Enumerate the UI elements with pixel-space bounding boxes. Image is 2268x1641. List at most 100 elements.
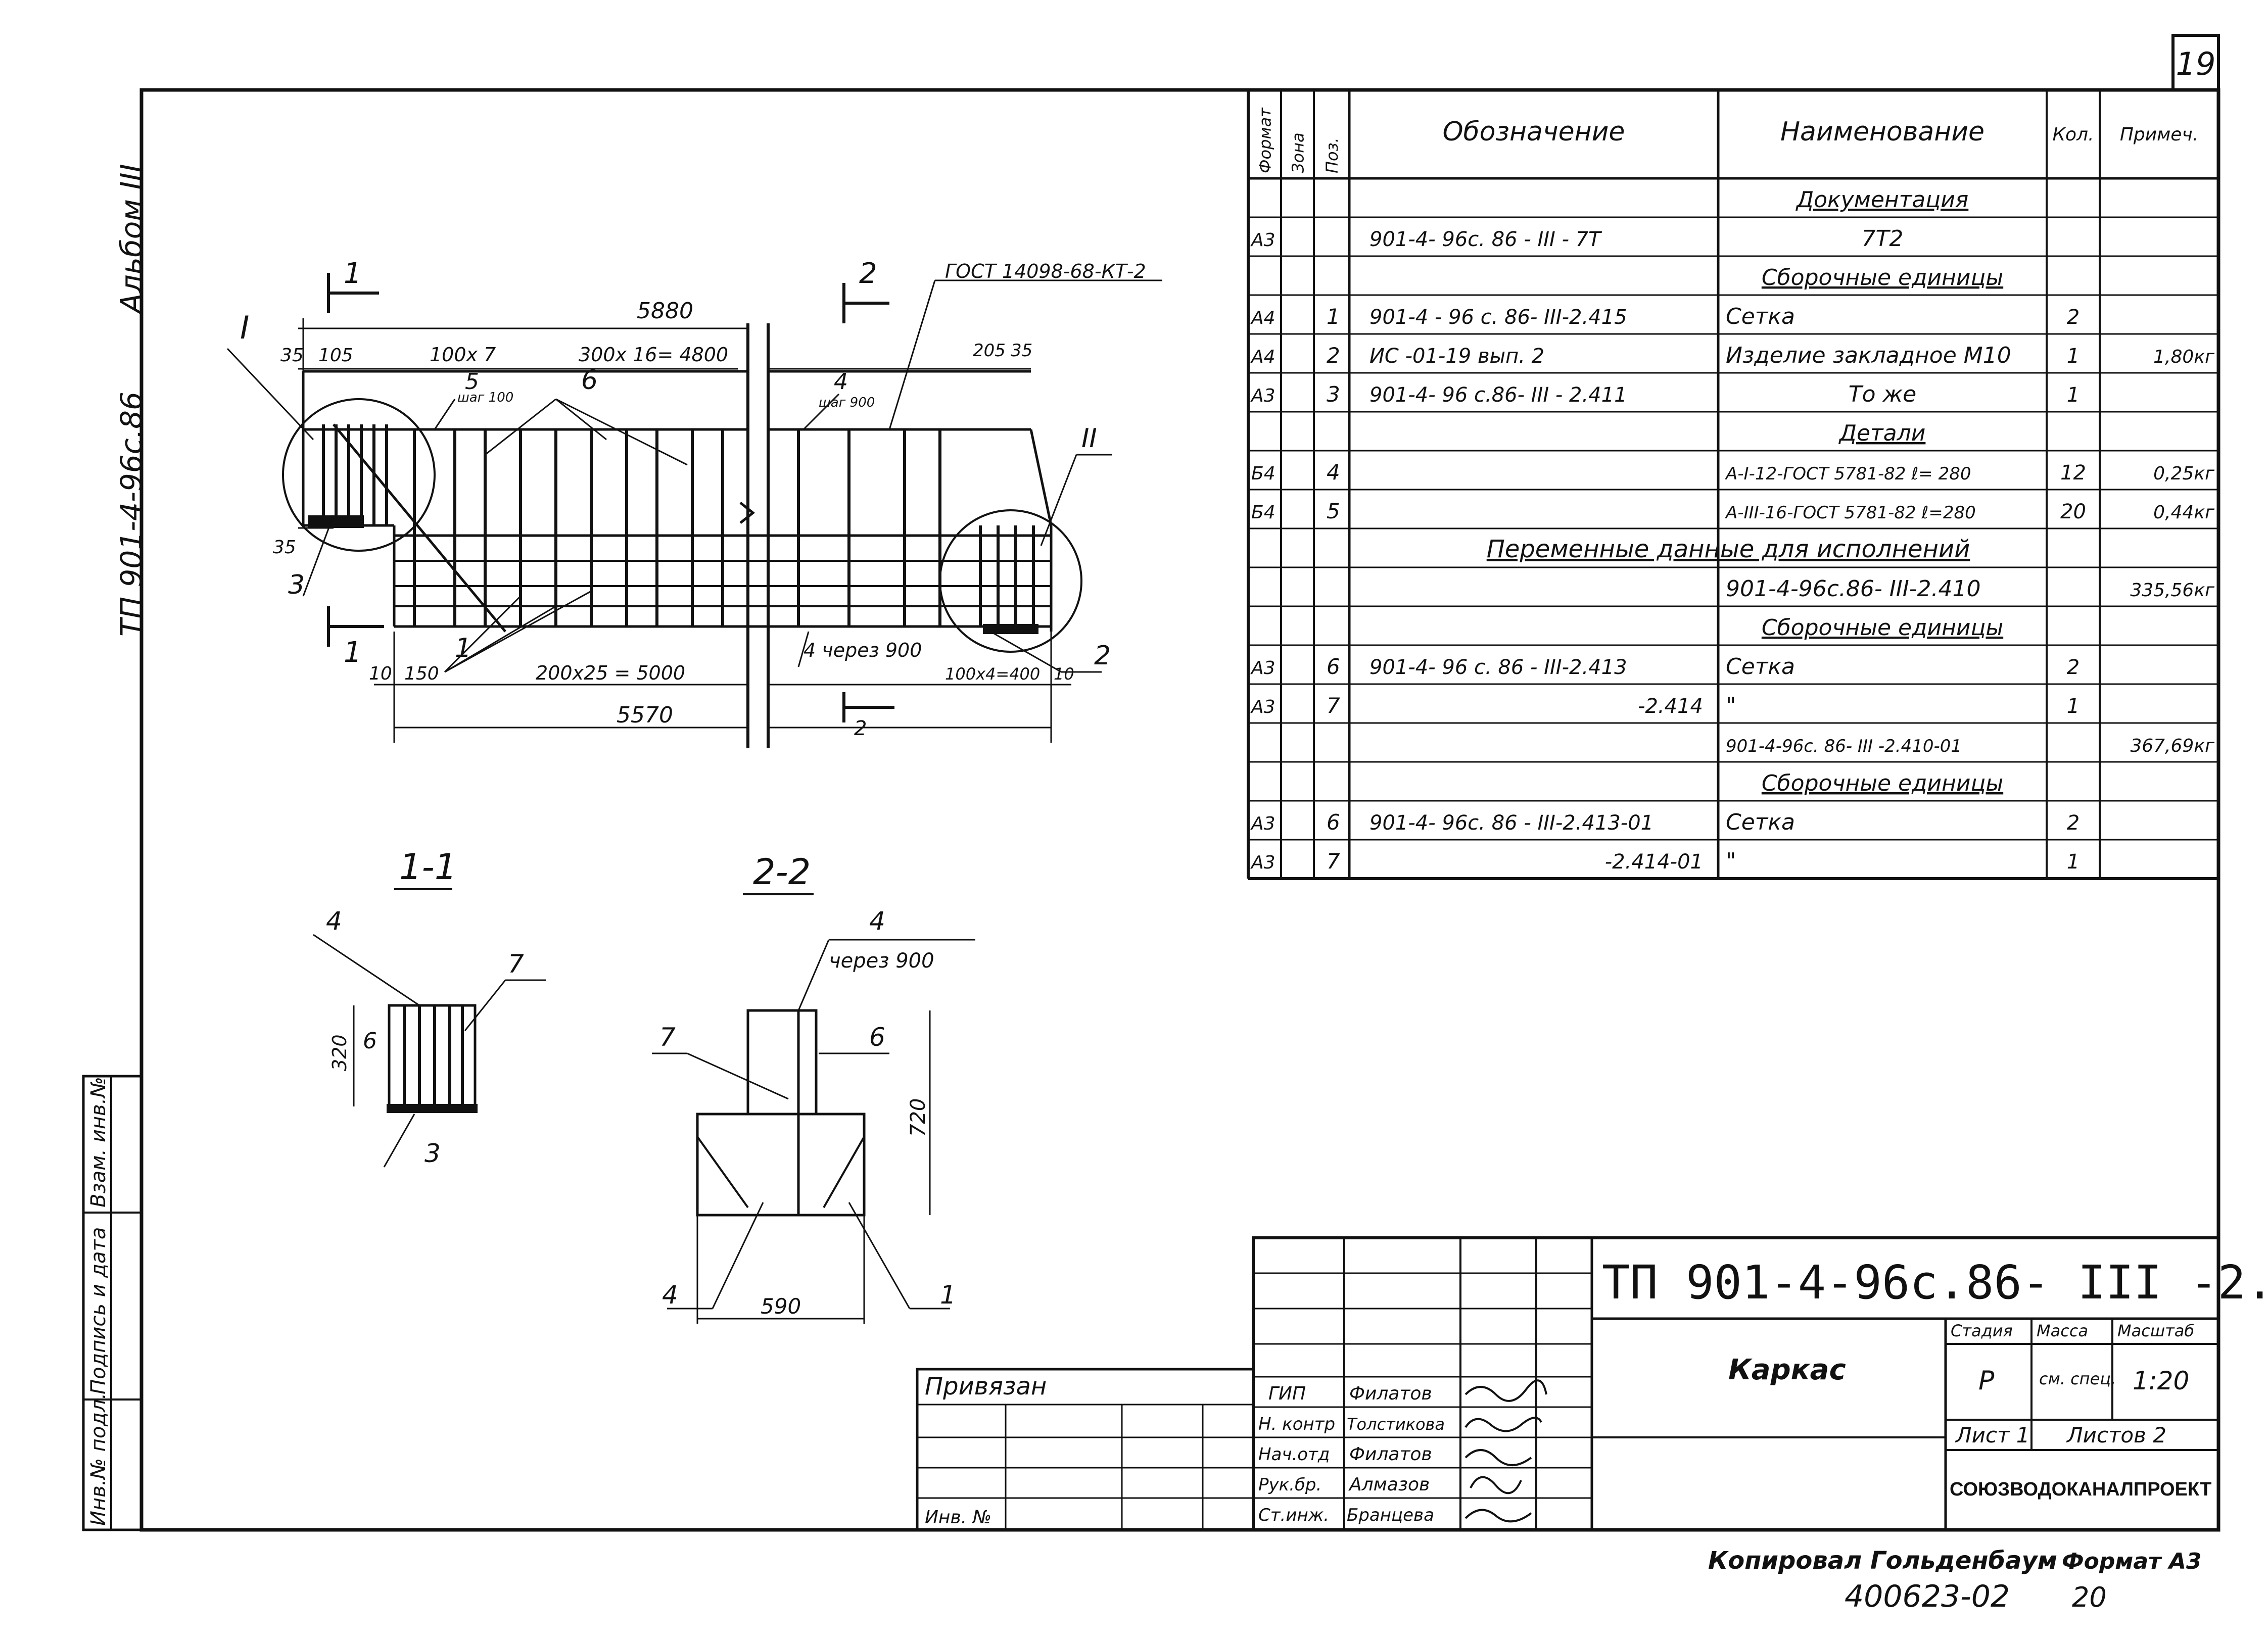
drawing-title: Каркас <box>1728 1354 1846 1386</box>
footer-page: 20 <box>2072 1581 2107 1613</box>
spec-row-3-qty: 2 <box>2067 306 2080 329</box>
spec-row-13-name: " <box>1726 693 1736 718</box>
section-1-title: 1-1 <box>399 846 457 888</box>
spec-row-5-name: То же <box>1849 381 1917 407</box>
spec-row-6-name: Детали <box>1838 420 1926 446</box>
spec-row-13-qty: 1 <box>2067 695 2080 718</box>
dim-5880: 5880 <box>637 298 693 324</box>
spec-row-4-pos: 2 <box>1327 343 1340 368</box>
spec-row-9-name: Переменные данные для исполнений <box>1487 535 1970 563</box>
dimension-lines <box>298 318 1071 743</box>
detail-II-label: II <box>1081 423 1097 454</box>
spec-row-17-qty: 1 <box>2067 850 2080 874</box>
stage-label: Стадия <box>1951 1321 2013 1340</box>
mass-label: Масса <box>2037 1321 2088 1340</box>
spec-row-3-format: А4 <box>1250 308 1275 328</box>
spec-header-2: Поз. <box>1322 137 1342 173</box>
spec-row-8-format: Б4 <box>1251 502 1275 523</box>
spec-row-4-qty: 1 <box>2067 345 2080 368</box>
dim-105: 105 <box>318 345 353 366</box>
spec-row-4-code: ИС -01-19 вып. 2 <box>1369 345 1544 368</box>
detail-circle-II <box>939 509 1082 653</box>
dim-100x4: 100х4=400 <box>945 664 1040 684</box>
spec-row-15-name: Сборочные единицы <box>1762 770 2003 796</box>
dim-5570: 5570 <box>617 702 673 728</box>
spec-row-8-pos: 5 <box>1327 499 1340 523</box>
spec-row-4-format: А4 <box>1250 347 1275 367</box>
sheets-label: Листов 2 <box>2066 1423 2166 1447</box>
pos-label-1: 1 <box>455 633 471 663</box>
detail-I-label: I <box>240 309 249 346</box>
spec-row-5-qty: 1 <box>2067 383 2080 407</box>
inv-no-label: Инв. № <box>925 1507 991 1528</box>
stamp-vzam-inv: Взам. инв.№ <box>87 1077 110 1208</box>
name-3: Алмазов <box>1348 1474 1430 1495</box>
step-100-note: шаг 100 <box>457 390 513 405</box>
name-0: Филатов <box>1349 1383 1432 1404</box>
cut-mark-2-bottom: 2 <box>854 717 867 740</box>
spec-row-7-format: Б4 <box>1251 463 1275 484</box>
dim-35-right: 35 <box>1011 341 1032 361</box>
archive-number: 400623-02 <box>1845 1579 2010 1614</box>
privyazan-block: Привязан Инв. № <box>916 1368 1255 1531</box>
spec-row-5-pos: 3 <box>1327 382 1340 407</box>
role-2: Нач.отд <box>1258 1444 1330 1465</box>
left-stamp: Инв.№ подл. Подпись и дата Взам. инв.№ <box>82 1075 143 1531</box>
cut-markers <box>327 273 894 722</box>
spec-row-14-name: 901-4-96с. 86- III -2.410-01 <box>1726 736 1962 756</box>
sec2-label-6: 6 <box>869 1023 885 1052</box>
signatures <box>1464 1379 1547 1523</box>
organization: СОЮЗВОДОКАНАЛПРОЕКТ <box>1950 1479 2211 1500</box>
copied-by: Копировал Гольденбаум <box>1708 1547 2057 1575</box>
scale-label: Масштаб <box>2117 1321 2194 1340</box>
sec1-label-3: 3 <box>424 1139 441 1168</box>
spec-row-0-name: Документация <box>1796 187 1969 213</box>
spec-row-3-code: 901-4 - 96 с. 86- III-2.415 <box>1369 306 1627 329</box>
spec-row-10-note: 335,56кг <box>2130 580 2215 601</box>
spec-header-6: Примеч. <box>2120 124 2198 145</box>
spec-row-5-format: А3 <box>1250 385 1275 406</box>
sec2-via-900: через 900 <box>829 949 934 973</box>
spec-header-3: Обозначение <box>1443 117 1625 147</box>
spec-row-13-code: -2.414 <box>1638 695 1703 718</box>
name-2: Филатов <box>1349 1444 1432 1465</box>
spec-row-13-pos: 7 <box>1327 693 1340 718</box>
pos-label-3: 3 <box>288 570 305 600</box>
gost-note: ГОСТ 14098-68-КТ-2 <box>945 260 1146 282</box>
project-code-vertical: ТП 901-4-96с.86 <box>114 392 149 637</box>
dim-205: 205 <box>973 341 1006 361</box>
name-1: Толстикова <box>1347 1415 1445 1434</box>
dim-150: 150 <box>404 663 439 684</box>
spec-row-1-code: 901-4- 96с. 86 - III - 7Т <box>1369 228 1602 251</box>
spec-row-7-pos: 4 <box>1327 460 1340 485</box>
spec-row-17-format: А3 <box>1250 852 1275 873</box>
spec-row-13-format: А3 <box>1250 697 1275 717</box>
spec-row-12-format: А3 <box>1250 658 1275 679</box>
dim-10-right: 10 <box>1054 664 1074 684</box>
spec-row-16-code: 901-4- 96с. 86 - III-2.413-01 <box>1369 811 1653 835</box>
dim-200x25: 200х25 = 5000 <box>536 662 685 684</box>
spec-row-16-pos: 6 <box>1327 810 1340 835</box>
spec-header-0: Формат <box>1256 107 1275 173</box>
sec2-label-7: 7 <box>659 1023 676 1052</box>
dim-10-left: 10 <box>369 663 392 684</box>
pos-label-6: 6 <box>581 365 598 396</box>
spec-row-16-name: Сетка <box>1726 809 1795 835</box>
spec-row-16-qty: 2 <box>2067 811 2080 835</box>
sec2-label-4-top: 4 <box>869 906 885 936</box>
spec-row-14-note: 367,69кг <box>2130 736 2215 756</box>
spec-row-12-pos: 6 <box>1327 654 1340 679</box>
detail-circle-I <box>282 398 436 552</box>
spec-row-7-name: А-I-12-ГОСТ 5781-82 ℓ= 280 <box>1725 464 1971 484</box>
spec-row-4-name: Изделие закладное М10 <box>1726 343 2011 368</box>
spec-row-1-format: А3 <box>1250 230 1275 251</box>
role-1: Н. контр <box>1258 1414 1335 1434</box>
stamp-inv-podl: Инв.№ подл. <box>87 1393 110 1526</box>
spec-row-3-name: Сетка <box>1726 304 1795 329</box>
sec2-dim-590: 590 <box>761 1294 801 1319</box>
pos-label-5: 5 <box>465 369 479 395</box>
sec2-label-4-bottom: 4 <box>662 1280 678 1310</box>
sec1-dim-320: 320 <box>328 1034 351 1071</box>
